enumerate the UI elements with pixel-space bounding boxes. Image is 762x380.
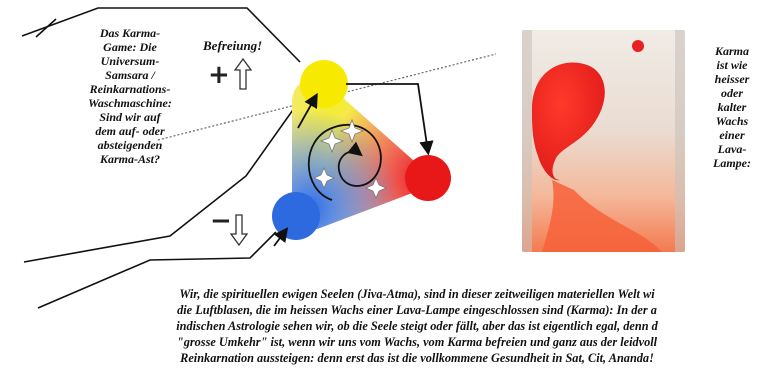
bottom-paragraph-line: Wir, die spirituellen ewigen Seelen (Jiv… <box>179 287 655 301</box>
right-caption-line: Lava- <box>717 142 747 156</box>
bottom-paragraph-line: die Luftblasen, die im heissen Wachs ein… <box>177 303 657 317</box>
frame-line-bottom <box>37 231 277 309</box>
karma-triangle-diagram <box>272 60 451 247</box>
frame-line-middle <box>23 99 301 263</box>
left-caption-line: dem auf- oder <box>95 124 165 138</box>
left-caption-line: absteigenden <box>97 138 163 152</box>
diagram-title: Befreiung! <box>203 38 263 53</box>
bottom-up-arrow <box>273 227 289 247</box>
down-arrow-icon <box>230 214 248 246</box>
bottom-paragraph-line: "grosse Umkehr" ist, wenn wir uns vom Wa… <box>176 335 658 349</box>
left-caption-line: Das Karma- <box>99 26 161 40</box>
right-caption-line: einer <box>719 128 745 142</box>
bottom-blue-circle <box>272 192 320 240</box>
right-caption-line: oder <box>721 86 743 100</box>
top-to-right-arrow <box>346 83 434 156</box>
left-caption-line: Waschmaschine: <box>88 96 172 110</box>
right-red-circle <box>405 155 451 201</box>
frame-line-top <box>21 7 301 63</box>
frame-line-left <box>35 18 57 38</box>
right-caption-line: heisser <box>714 72 750 86</box>
up-arrow-icon <box>234 58 252 90</box>
left-caption-line: Reinkarnations- <box>89 82 171 96</box>
top-yellow-circle <box>300 60 348 108</box>
plus-sign: + <box>208 60 230 90</box>
left-caption-line: Universum- <box>100 54 160 68</box>
spiral-arrow <box>307 123 382 201</box>
right-caption-line: Wachs <box>715 114 749 128</box>
left-caption-line: Game: Die <box>103 40 157 54</box>
right-caption-line: Lampe: <box>713 156 751 170</box>
lava-lamp-image <box>522 30 685 252</box>
right-caption-line: ist wie <box>716 58 748 72</box>
left-caption-line: Sind wir auf <box>99 110 161 124</box>
bottom-paragraph-line: Reinkarnation aussteigen: denn erst das … <box>180 351 654 365</box>
sparkle-stars <box>312 118 388 200</box>
left-caption-line: Karma-Ast? <box>99 152 160 166</box>
left-caption-line: Samsara / <box>105 68 155 82</box>
bottom-paragraph-line: indischen Astrologie sehen wir, ob die S… <box>176 319 658 333</box>
bottom-paragraph: Wir, die spirituellen ewigen Seelen (Jiv… <box>72 286 762 366</box>
left-up-arrow <box>297 92 318 129</box>
minus-sign: − <box>210 206 232 236</box>
right-caption-line: Karma <box>714 44 749 58</box>
right-caption-line: kalter <box>717 100 747 114</box>
